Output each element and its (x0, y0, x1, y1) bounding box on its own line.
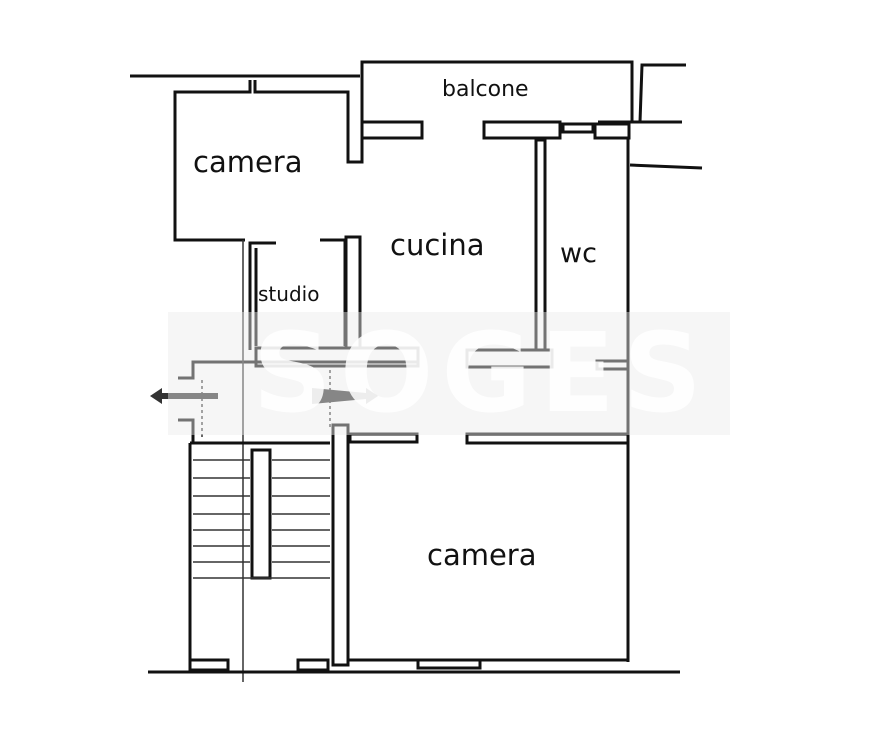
watermark: SOGES (168, 312, 730, 435)
room-label-balcone: balcone (442, 77, 529, 102)
room-label-camera-top: camera (193, 145, 303, 179)
room-label-wc: wc (560, 238, 597, 269)
arrow-icon (150, 388, 378, 404)
room-label-cucina: cucina (390, 228, 485, 262)
walls (130, 60, 703, 682)
room-label-studio: studio (258, 282, 320, 306)
room-label-camera-bottom: camera (427, 538, 537, 572)
